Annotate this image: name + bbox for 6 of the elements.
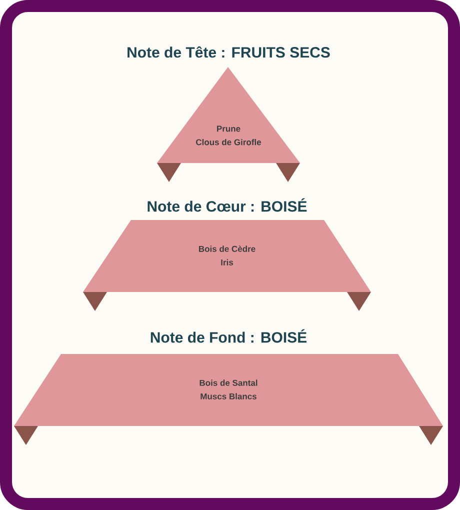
pyramid-tier: Prune Clous de Girofle — [157, 67, 300, 182]
pyramid-tier: Bois de Cèdre Iris — [83, 220, 371, 311]
pyramid-tier: Bois de Santal Muscs Blancs — [14, 354, 443, 445]
tier-heading: Note de Tête : FRUITS SECS — [128, 46, 330, 58]
tier-heading: Note de Cœur : BOISÉ — [148, 198, 307, 212]
tier-heading: Note de Fond : BOISÉ — [150, 329, 307, 343]
